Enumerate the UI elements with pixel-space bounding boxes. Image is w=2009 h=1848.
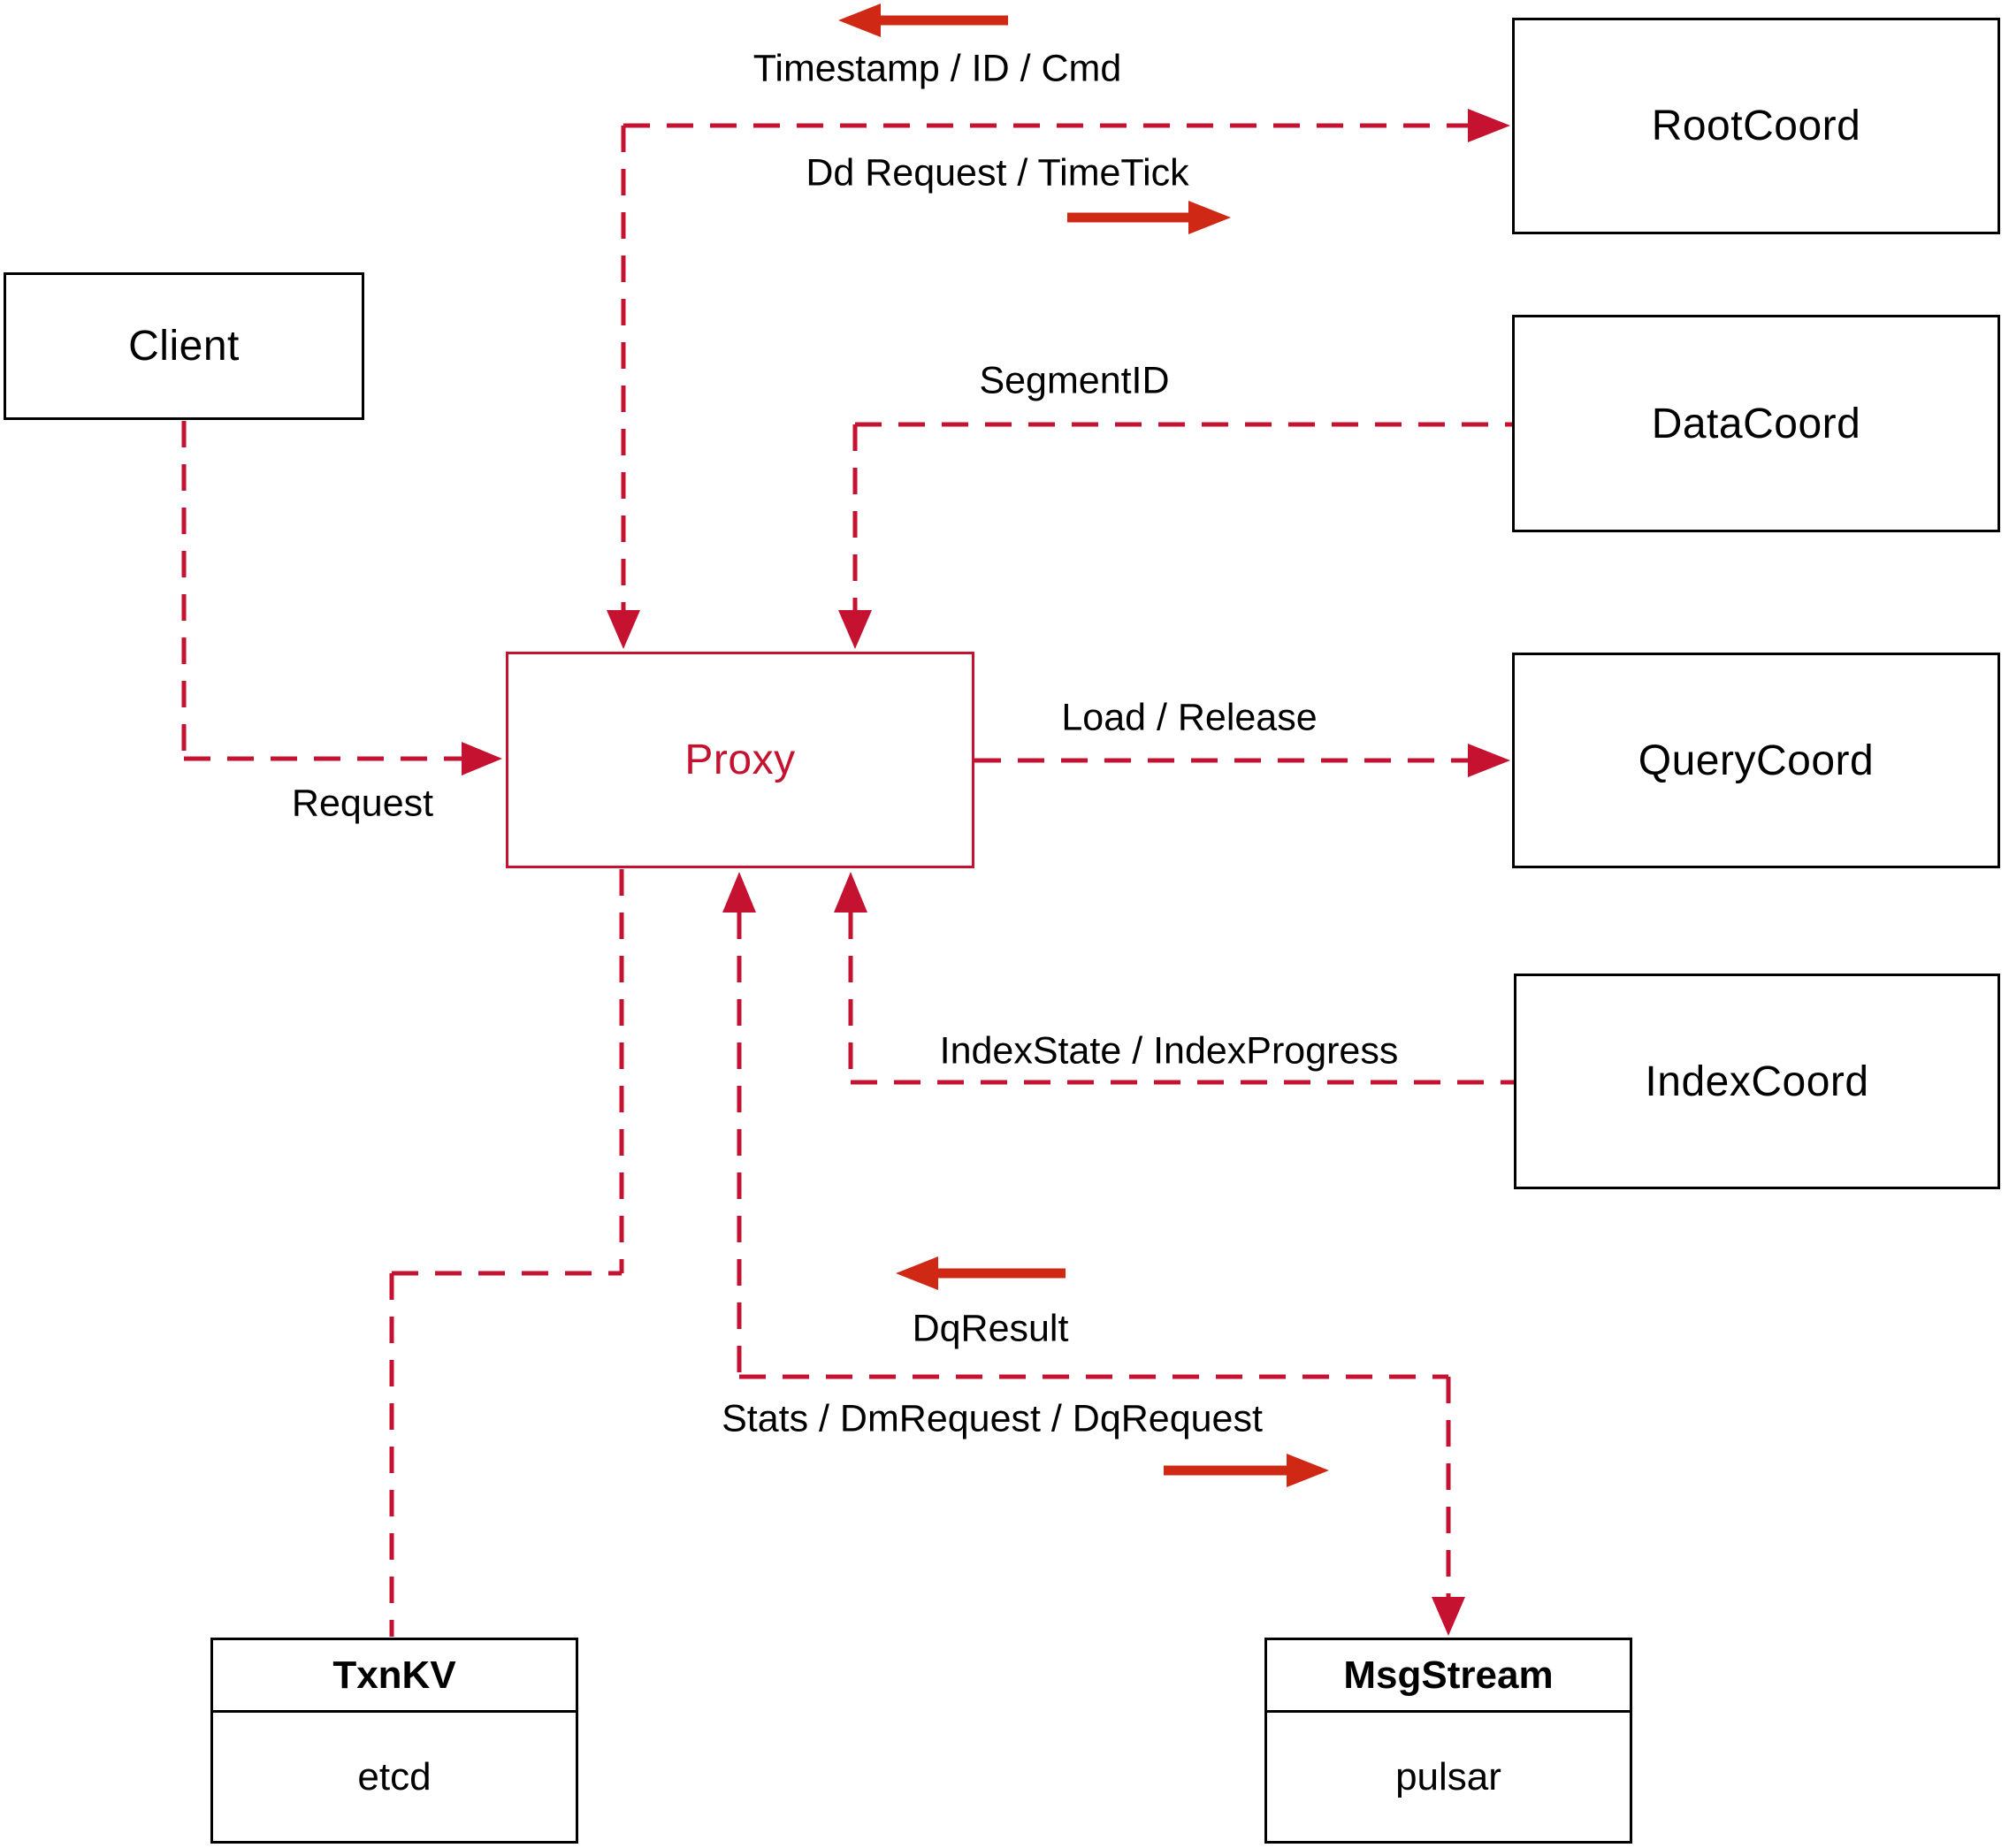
store-txnkv-impl: etcd <box>357 1754 432 1798</box>
flow-arrow-left-dqresult <box>896 1256 1066 1290</box>
node-datacoord-label: DataCoord <box>1651 400 1861 447</box>
node-rootcoord: RootCoord <box>1512 18 2000 234</box>
store-txnkv: TxnKV etcd <box>210 1638 578 1844</box>
edge-label-request: Request <box>291 782 434 825</box>
arrowhead-into-proxy-left <box>462 742 502 775</box>
node-indexcoord: IndexCoord <box>1514 974 2000 1189</box>
edge-label-stats: Stats / DmRequest / DqRequest <box>722 1397 1263 1440</box>
arrowhead-into-msgstream <box>1432 1597 1465 1636</box>
edge-label-dq-result: DqResult <box>912 1307 1069 1350</box>
node-indexcoord-label: IndexCoord <box>1645 1058 1869 1105</box>
node-proxy: Proxy <box>506 652 974 868</box>
arrowhead-into-proxy-top-left <box>607 610 640 649</box>
flow-arrow-right-stats <box>1164 1454 1329 1487</box>
edge-label-dd-request: Dd Request / TimeTick <box>806 151 1189 195</box>
edge-label-timestamp: Timestamp / ID / Cmd <box>752 47 1122 90</box>
store-txnkv-title: TxnKV <box>213 1640 576 1713</box>
edge-label-segment-id: SegmentID <box>979 359 1170 402</box>
arrowhead-into-proxy-bottom-right <box>834 872 867 913</box>
arrowhead-into-proxy-top-right <box>838 610 872 649</box>
flow-arrow-left-timestamp <box>838 4 1008 37</box>
node-rootcoord-label: RootCoord <box>1651 103 1861 149</box>
node-querycoord-label: QueryCoord <box>1638 737 1875 784</box>
arrowhead-into-querycoord <box>1468 744 1510 777</box>
node-client-label: Client <box>128 323 240 370</box>
node-client: Client <box>4 272 364 420</box>
store-msgstream-impl: pulsar <box>1395 1754 1501 1798</box>
node-datacoord: DataCoord <box>1512 315 2000 532</box>
edge-label-index-state: IndexState / IndexProgress <box>939 1029 1399 1073</box>
arrowhead-into-rootcoord <box>1468 109 1510 142</box>
node-querycoord: QueryCoord <box>1512 653 2000 868</box>
edge-label-load-release: Load / Release <box>1061 696 1318 739</box>
store-msgstream-title: MsgStream <box>1267 1640 1630 1713</box>
store-msgstream: MsgStream pulsar <box>1264 1638 1632 1844</box>
arrowhead-into-proxy-bottom-mid <box>722 872 756 913</box>
node-proxy-label: Proxy <box>684 737 796 783</box>
flow-arrow-right-ddrequest <box>1067 201 1231 234</box>
